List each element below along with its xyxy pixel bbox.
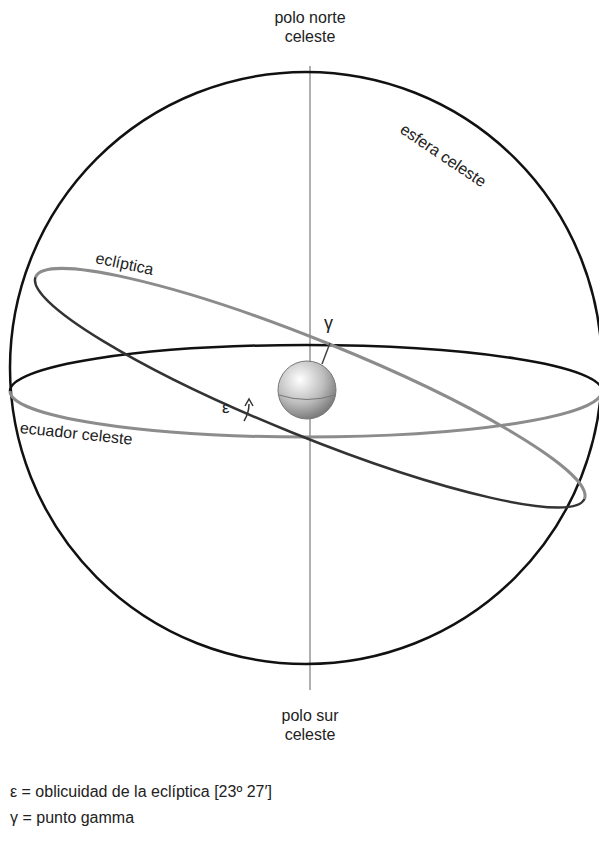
pole-label: polo sur celeste bbox=[270, 706, 350, 744]
gamma-symbol: γ bbox=[324, 314, 333, 333]
sphere-label: esfera celeste bbox=[397, 120, 490, 191]
gamma-leader bbox=[322, 343, 330, 364]
earth-equator bbox=[279, 395, 335, 400]
legend-note: ε = oblicuidad de la eclíptica [23º 27′] bbox=[10, 782, 272, 801]
equator-label: ecuador celeste bbox=[19, 418, 133, 449]
ecliptic-back bbox=[36, 233, 599, 499]
earth-globe bbox=[278, 361, 336, 419]
ecliptic-front bbox=[18, 277, 585, 543]
celestial-sphere bbox=[10, 72, 599, 664]
pole-label: polo norte celeste bbox=[265, 8, 355, 46]
legend-note: γ = punto gamma bbox=[10, 808, 134, 827]
epsilon-symbol: ε bbox=[222, 398, 230, 417]
epsilon-arc bbox=[244, 404, 249, 421]
epsilon-arrowhead bbox=[245, 399, 253, 406]
